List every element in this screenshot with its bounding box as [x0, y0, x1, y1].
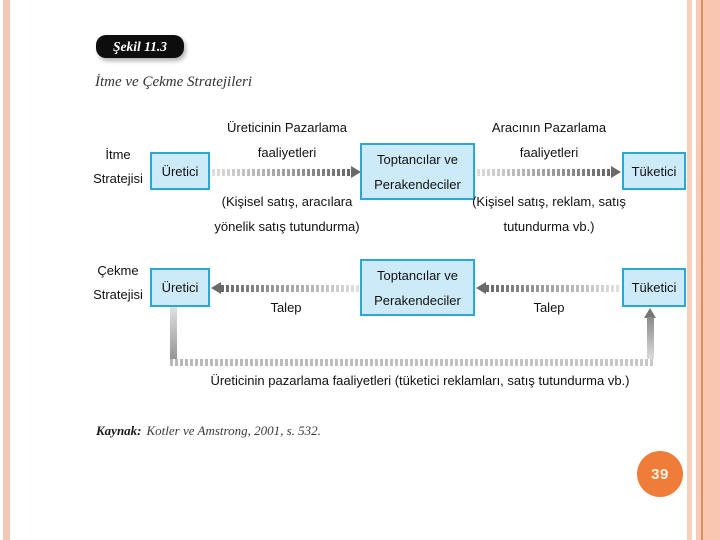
source-prefix: Kaynak: — [96, 423, 142, 438]
push-arrow2-above-line1: Aracının Pazarlama — [491, 120, 607, 135]
push-middlemen-box: Toptancılar ve Perakendeciler — [360, 143, 475, 200]
push-arrow1-below-line1: (Kişisel satış, aracılara — [221, 194, 353, 209]
source-text: Kotler ve Amstrong, 2001, s. 532. — [146, 423, 321, 438]
pull-consumer-box: Tüketici — [622, 268, 686, 307]
push-arrow-middlemen-to-consumer — [477, 166, 621, 178]
arrow-head-left-icon — [211, 282, 221, 294]
pull-row-label-line2: Stratejisi — [93, 287, 143, 302]
slide-title: İtme ve Çekme Stratejileri — [95, 74, 253, 90]
page-number-badge: 39 — [637, 451, 683, 497]
pull-middlemen-box: Toptancılar ve Perakendeciler — [360, 259, 475, 316]
pull-demand-label-2: Talep — [533, 300, 565, 315]
feedback-line-down — [170, 307, 177, 361]
pull-arrow-middlemen-to-producer — [211, 282, 360, 294]
pull-middlemen-line2: Perakendeciler — [374, 292, 461, 308]
push-row-label-line1: İtme — [105, 147, 131, 162]
push-producer-box: Üretici — [150, 152, 210, 190]
arrow-head-right-icon — [611, 166, 621, 178]
push-arrow1-above-label: Üreticinin Pazarlama faaliyetleri — [192, 116, 382, 165]
push-producer-label: Üretici — [161, 163, 199, 179]
feedback-arrow-up — [644, 308, 657, 359]
right-stripe-3 — [703, 0, 720, 540]
push-row-label-line2: Stratejisi — [93, 171, 143, 186]
arrow-head-left-icon — [476, 282, 486, 294]
arrow-head-right-icon — [351, 166, 361, 178]
arrow-shaft — [486, 285, 620, 292]
push-row-label: İtme Stratejisi — [88, 143, 148, 191]
push-arrow2-above-label: Aracının Pazarlama faaliyetleri — [454, 116, 644, 165]
push-middlemen-line1: Toptancılar ve — [377, 151, 458, 167]
push-middlemen-line2: Perakendeciler — [374, 176, 461, 192]
push-arrow2-below-label: (Kişisel satış, reklam, satış tutundurma… — [454, 190, 644, 239]
push-arrow2-below-line1: (Kişisel satış, reklam, satış — [472, 194, 626, 209]
figure-label: Şekil 11.3 — [96, 35, 184, 58]
pull-middlemen-line1: Toptancılar ve — [377, 267, 458, 283]
right-stripe-2 — [696, 0, 701, 540]
arrow-shaft — [212, 169, 351, 176]
arrow-shaft — [221, 285, 360, 292]
push-arrow1-below-label: (Kişisel satış, aracılara yönelik satış … — [192, 190, 382, 239]
feedback-line-across — [170, 359, 654, 366]
arrow-shaft — [477, 169, 611, 176]
pull-row-label: Çekme Stratejisi — [88, 259, 148, 307]
left-border-stripe — [3, 0, 10, 540]
right-stripe-1 — [687, 0, 692, 540]
push-arrow2-below-line2: tutundurma vb.) — [503, 218, 595, 234]
pull-consumer-label: Tüketici — [631, 280, 677, 295]
pull-row-label-line1: Çekme — [97, 263, 139, 278]
push-arrow1-above-line1: Üreticinin Pazarlama — [227, 120, 347, 135]
push-arrow1-below-line2: yönelik satış tutundurma) — [214, 218, 360, 234]
feedback-caption: Üreticinin pazarlama faaliyetleri (tüket… — [210, 373, 630, 388]
pull-demand-label-1: Talep — [270, 300, 302, 315]
push-arrow1-above-line2: faaliyetleri — [257, 144, 317, 160]
pull-producer-box: Üretici — [150, 268, 210, 307]
push-arrow-producer-to-middlemen — [212, 166, 361, 178]
pull-producer-label: Üretici — [161, 280, 199, 295]
pull-arrow-consumer-to-middlemen — [476, 282, 620, 294]
arrow-shaft — [647, 317, 654, 359]
push-consumer-label: Tüketici — [631, 163, 677, 179]
source-citation: Kaynak: Kotler ve Amstrong, 2001, s. 532. — [96, 423, 321, 439]
right-stripe-accent — [701, 0, 703, 540]
arrow-head-up-icon — [644, 308, 656, 318]
push-consumer-box: Tüketici — [622, 152, 686, 190]
push-arrow2-above-line2: faaliyetleri — [519, 144, 579, 160]
right-border-stripes — [687, 0, 720, 540]
